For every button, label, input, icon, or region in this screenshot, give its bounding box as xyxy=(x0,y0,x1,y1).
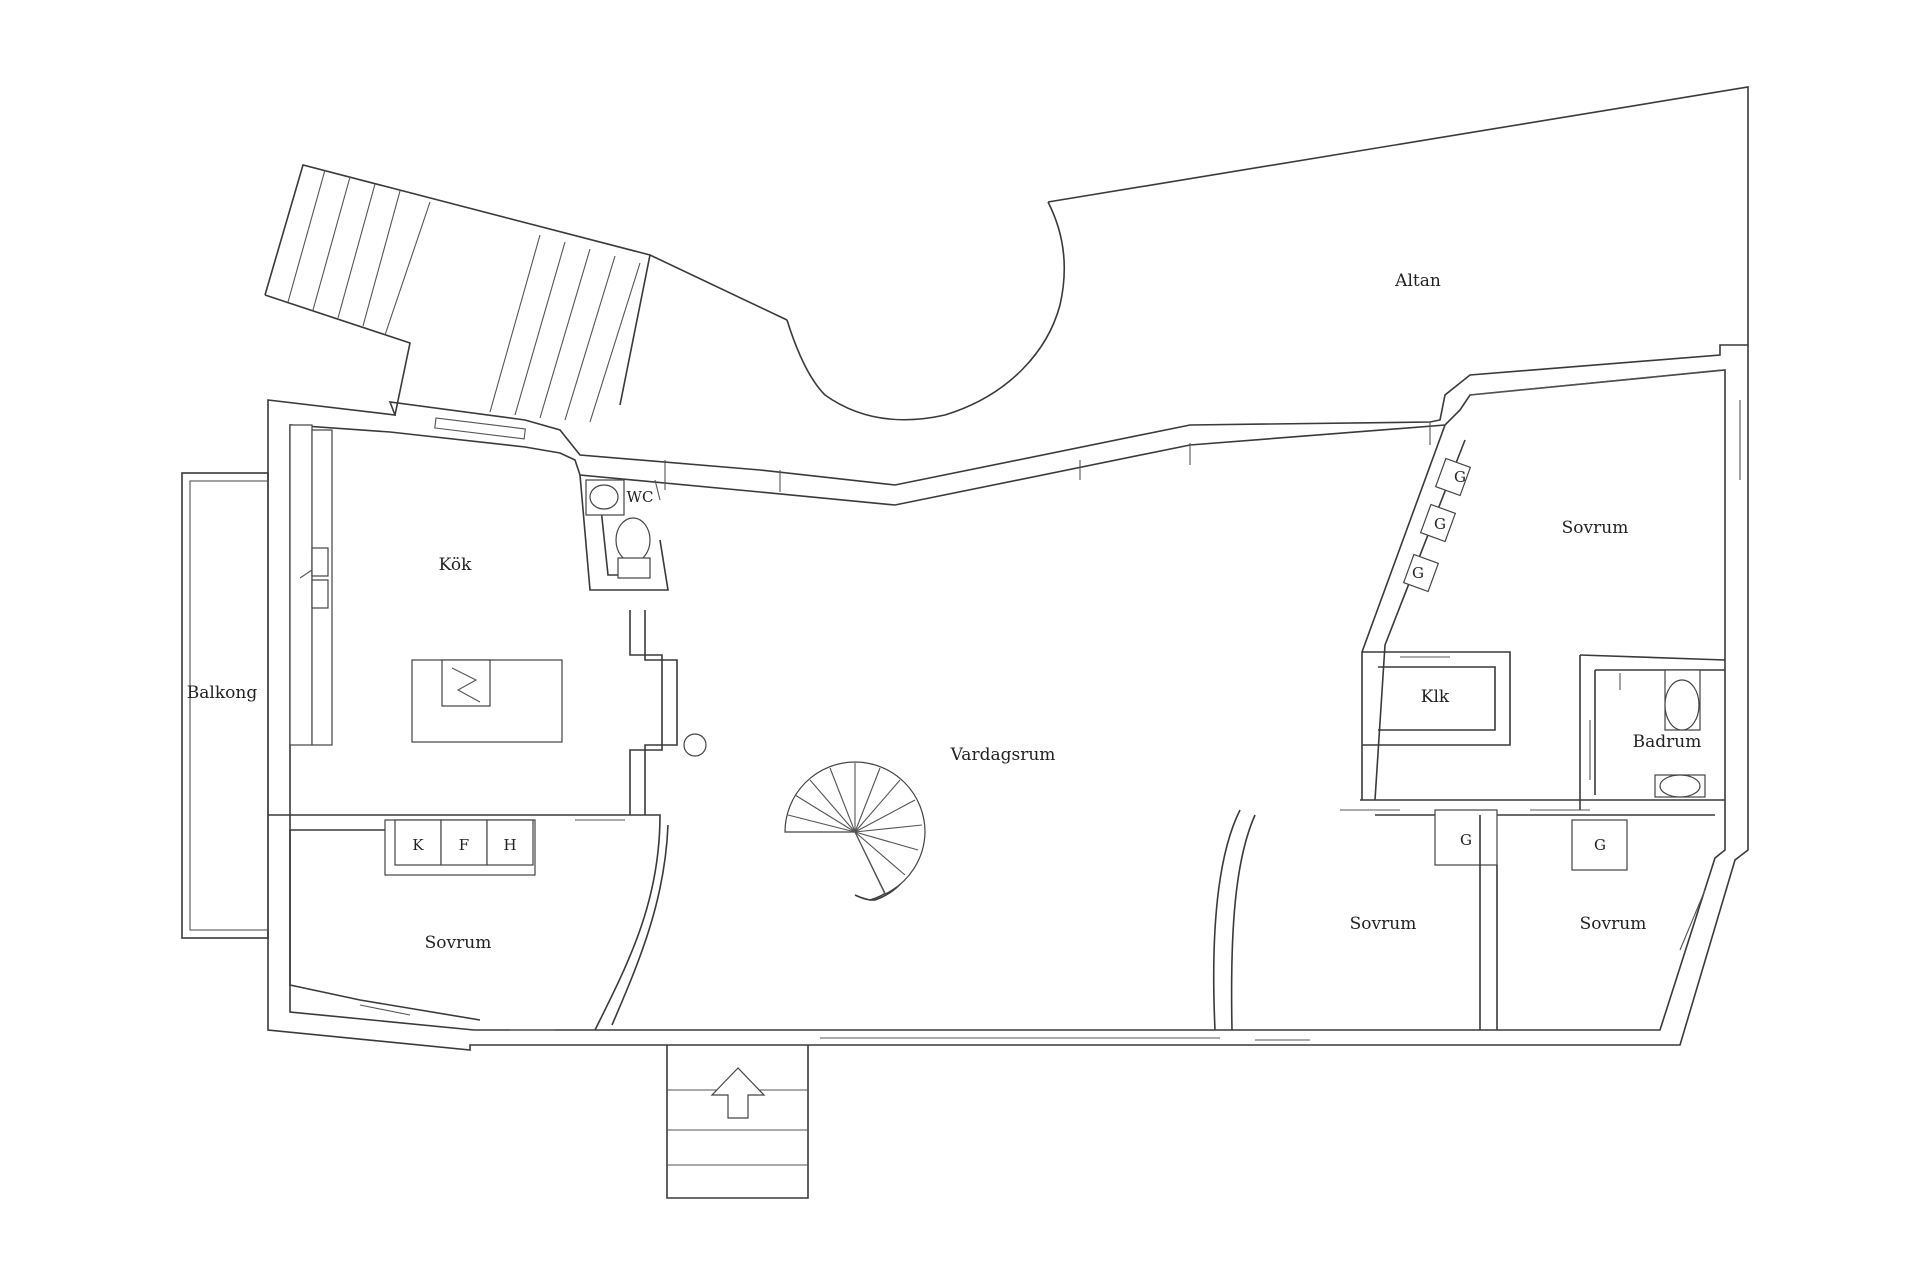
balkong xyxy=(181,472,269,939)
label-closet-g2: G xyxy=(1434,515,1446,533)
label-appliance-f: F xyxy=(459,836,469,854)
label-sovrum-top-right: Sovrum xyxy=(1562,518,1629,538)
label-appliance-h: H xyxy=(503,836,516,854)
label-closet-g4: G xyxy=(1460,831,1472,849)
label-badrum: Badrum xyxy=(1633,732,1702,752)
appliance-row xyxy=(384,819,536,876)
altan-terrace xyxy=(619,86,1749,421)
label-sovrum-mid: Sovrum xyxy=(1350,914,1417,934)
label-altan: Altan xyxy=(1394,271,1441,291)
label-sovrum-right: Sovrum xyxy=(1580,914,1647,934)
label-closet-g3: G xyxy=(1412,564,1424,582)
label-wc: WC xyxy=(627,488,654,506)
label-sovrum-left: Sovrum xyxy=(425,933,492,953)
label-kok: Kök xyxy=(439,555,472,575)
top-windows xyxy=(434,369,1741,492)
right-wing-walls xyxy=(1212,424,1726,1041)
spiral-stair xyxy=(784,761,926,901)
label-appliance-k: K xyxy=(412,836,424,854)
label-closet-g5: G xyxy=(1594,836,1606,854)
label-klk: Klk xyxy=(1421,687,1450,707)
kitchen-island xyxy=(411,659,563,743)
label-closet-g1: G xyxy=(1454,468,1466,486)
label-vardagsrum: Vardagsrum xyxy=(950,745,1056,765)
sovrum-left-walls xyxy=(268,814,669,1031)
exterior-stairs xyxy=(264,164,651,423)
entrance-stairs xyxy=(666,1037,1220,1199)
kitchen-counter xyxy=(289,424,333,746)
wc-room xyxy=(579,460,669,591)
label-balkong: Balkong xyxy=(187,683,258,703)
